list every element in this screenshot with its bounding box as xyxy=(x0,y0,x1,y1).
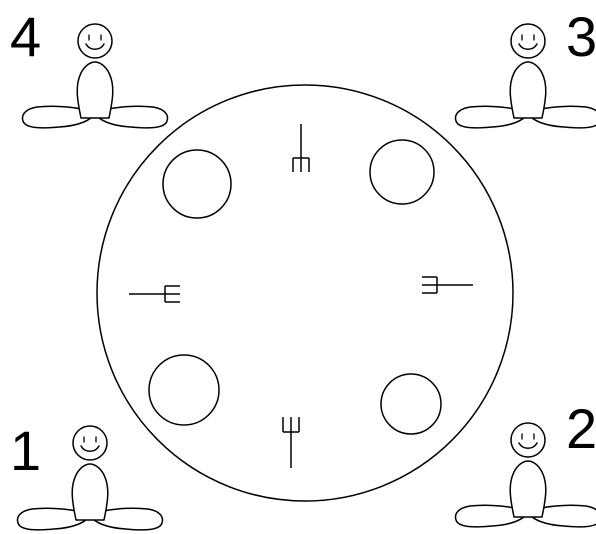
plate-bottom-left xyxy=(149,355,219,425)
philosopher-3: 3 xyxy=(456,5,596,128)
philosopher-4: 4 xyxy=(10,5,167,128)
seat-label-3: 3 xyxy=(566,5,596,68)
fork-bottom xyxy=(283,417,299,468)
philosopher-figure-4 xyxy=(23,24,168,128)
seat-label-1: 1 xyxy=(10,419,41,482)
fork-top xyxy=(293,124,309,172)
seat-label-4: 4 xyxy=(10,5,41,68)
fork-left xyxy=(129,286,180,302)
seat-label-2: 2 xyxy=(566,397,596,460)
plate-top-right xyxy=(370,140,434,204)
fork-right xyxy=(422,277,473,293)
round-table xyxy=(97,85,513,501)
philosopher-2: 2 xyxy=(456,397,596,527)
plate-bottom-right xyxy=(381,374,441,434)
plate-top-left xyxy=(163,150,231,218)
philosopher-1: 1 xyxy=(10,419,162,530)
